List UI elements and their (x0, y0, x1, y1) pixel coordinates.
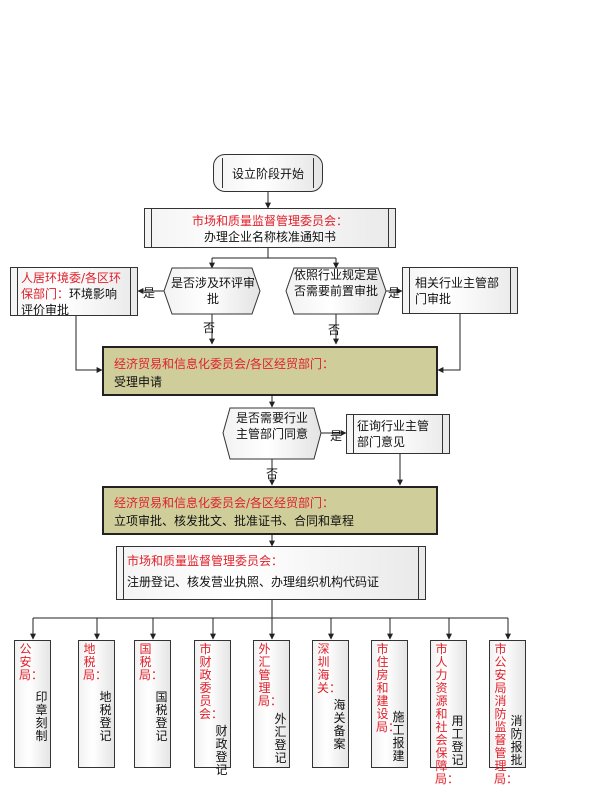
final-dept: 深圳海关： (317, 642, 342, 695)
final-task: 消防报批 (510, 714, 523, 767)
no-label-industry: 否 (328, 323, 341, 337)
decision-industry-shape (285, 267, 387, 315)
decision-consent-text: 是否需要行业主管部门同意 (235, 411, 308, 441)
public-security-box: 公安局： 印章刻制 (14, 640, 51, 768)
accept-application-box: 经济贸易和信息化委员会/各区经贸部门： 受理申请 (102, 346, 438, 396)
env-dept-task: 环境影响评价审批 (21, 287, 118, 317)
customs-box: 深圳海关： 海关备案 (312, 640, 349, 768)
industry-dept-box: 相关行业主管部门审批 (402, 267, 518, 314)
decision-consent-shape (222, 407, 322, 460)
hr-social-security-box: 市人力资源和社会保障局： 用工登记 (430, 640, 467, 786)
national-tax-box: 国税局： 国税登记 (134, 640, 171, 768)
env-dept-name: 人居环境委/各区环保部门： (21, 271, 122, 301)
final-dept: 国税局： (139, 642, 164, 682)
final-task: 印章刻制 (35, 690, 48, 743)
final-dept: 地税局： (83, 642, 108, 682)
final-task: 海关备案 (333, 698, 346, 751)
decision-env-shape (163, 267, 261, 315)
project-approval-box: 经济贸易和信息化委员会/各区经贸部门： 立项审批、核发批文、批准证书、合同和章程 (102, 486, 438, 535)
final-task: 地税登记 (99, 690, 112, 743)
no-label-env: 否 (203, 321, 216, 335)
housing-bureau-box: 市住房和建设局： 施工报建 (371, 640, 408, 768)
final-dept: 市人力资源和社会保障局： (435, 642, 460, 786)
project-approval-dept: 经济贸易和信息化委员会/各区经贸部门： (114, 496, 335, 510)
start-label: 设立阶段开始 (231, 166, 304, 181)
final-dept: 市公安局消防监督管理局： (494, 642, 519, 786)
consult-text: 征询行业主管部门意见 (357, 419, 430, 449)
local-tax-box: 地税局： 地税登记 (78, 640, 115, 768)
decision-env-text: 是否涉及环评审批 (170, 276, 255, 306)
final-dept: 市财政委员会： (199, 642, 224, 721)
decision-industry-text: 依照行业规定是否需要前置审批 (294, 268, 379, 298)
start-terminal: 设立阶段开始 (213, 154, 323, 192)
accept-application-dept: 经济贸易和信息化委员会/各区经贸部门： (114, 357, 335, 371)
registration-task: 注册登记、核发营业执照、办理组织机构代码证 (127, 575, 380, 589)
final-task: 用工登记 (451, 714, 464, 767)
final-dept: 外汇管理局： (258, 642, 283, 708)
yes-label-industry: 是 (388, 286, 401, 300)
fire-bureau-box: 市公安局消防监督管理局： 消防报批 (489, 640, 526, 786)
consult-box: 征询行业主管部门意见 (346, 414, 450, 454)
name-approval-dept: 市场和质量监督管理委员会： (191, 214, 348, 228)
final-task: 外汇登记 (274, 712, 287, 765)
project-approval-task: 立项审批、核发批文、批准证书、合同和章程 (114, 514, 355, 528)
yes-label-consent: 是 (330, 429, 343, 443)
final-dept: 市住房和建设局： (376, 642, 401, 734)
yes-label-env: 是 (143, 286, 156, 300)
finance-committee-box: 市财政委员会： 财政登记 (194, 640, 231, 777)
name-approval-box: 市场和质量监督管理委员会： 办理企业名称核准通知书 (144, 208, 396, 248)
registration-dept: 市场和质量监督管理委员会： (127, 554, 284, 568)
accept-application-task: 受理申请 (114, 375, 163, 389)
name-approval-task: 办理企业名称核准通知书 (203, 230, 336, 244)
final-task: 施工报建 (392, 710, 405, 763)
final-task: 财政登记 (215, 724, 228, 777)
final-dept: 公安局： (19, 642, 44, 682)
env-dept-box: 人居环境委/各区环保部门：环境影响评价审批 (10, 267, 138, 317)
final-task: 国税登记 (155, 690, 168, 743)
no-label-consent: 否 (266, 467, 279, 481)
industry-dept-text: 相关行业主管部门审批 (415, 276, 500, 306)
registration-box: 市场和质量监督管理委员会： 注册登记、核发营业执照、办理组织机构代码证 (116, 546, 426, 600)
forex-bureau-box: 外汇管理局： 外汇登记 (253, 640, 290, 768)
